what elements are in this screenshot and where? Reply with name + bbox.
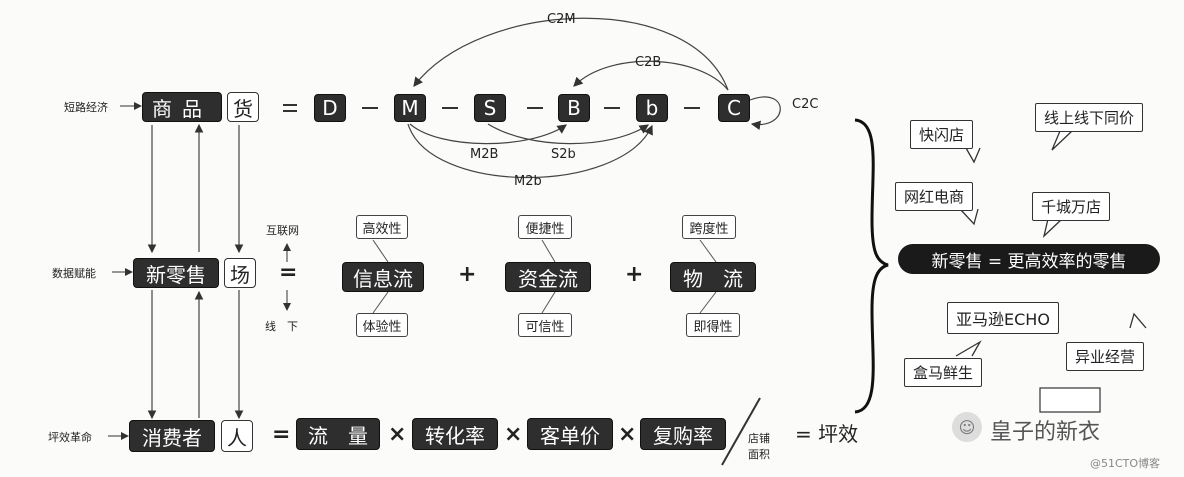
row2-equals: = bbox=[279, 260, 298, 285]
times-3: × bbox=[618, 422, 637, 447]
bubble-popup-store: 快闪店 bbox=[910, 120, 974, 149]
watermark-site: @51CTO博客 bbox=[1090, 457, 1161, 470]
bubble-amazon-echo: 亚马逊ECHO bbox=[947, 302, 1059, 334]
times-2: × bbox=[504, 422, 523, 447]
arc-c2m bbox=[413, 17, 729, 91]
arc-m2b bbox=[409, 123, 567, 145]
goods-box: 商品 bbox=[142, 92, 222, 122]
flow1-bottom: 体验性 bbox=[356, 313, 408, 337]
flow2-main: 资金流 bbox=[505, 262, 591, 292]
flow1-top: 高效性 bbox=[356, 215, 408, 239]
consumer-box: 消费者 bbox=[129, 420, 215, 452]
arc-m2b-small bbox=[407, 123, 653, 178]
bubble-same-price: 线上线下同价 bbox=[1035, 103, 1144, 132]
flow1-main: 信息流 bbox=[342, 262, 424, 292]
flow3-main: 物 流 bbox=[670, 262, 756, 292]
factor-conversion: 转化率 bbox=[412, 418, 498, 450]
row2-side-label: 数据赋能 bbox=[52, 267, 96, 280]
watermark-brand: 皇子的新衣 bbox=[990, 420, 1101, 445]
flow2-top: 便捷性 bbox=[518, 215, 572, 239]
internet-label: 互联网 bbox=[266, 224, 299, 237]
factor-unit-price: 客单价 bbox=[527, 418, 613, 450]
store-area-label-1: 店铺 bbox=[748, 432, 770, 445]
brace bbox=[854, 118, 889, 414]
new-retail-definition: 新零售 = 更高效率的零售 bbox=[898, 244, 1160, 274]
chain-node-b: B bbox=[558, 94, 590, 122]
flow2-bottom: 可信性 bbox=[518, 313, 572, 337]
bubble-influencer-ecommerce: 网红电商 bbox=[895, 182, 974, 211]
label-c2m: C2M bbox=[547, 12, 576, 27]
row1-side-label: 短路经济 bbox=[64, 101, 108, 114]
chain-node-d: D bbox=[314, 94, 346, 122]
offline-label: 线 下 bbox=[265, 320, 298, 333]
factor-repurchase: 复购率 bbox=[640, 418, 726, 450]
new-retail-box: 新零售 bbox=[133, 258, 219, 288]
wechat-icon: ☺ bbox=[952, 412, 982, 442]
label-s2b: S2b bbox=[551, 147, 576, 162]
flow3-bottom: 即得性 bbox=[686, 313, 740, 337]
factor-traffic: 流 量 bbox=[296, 418, 380, 450]
label-c2b: C2B bbox=[635, 55, 662, 70]
chain-dashes bbox=[283, 104, 700, 112]
bubble-cross-industry: 异业经营 bbox=[1066, 342, 1145, 371]
times-1: × bbox=[388, 422, 407, 447]
chain-node-c: C bbox=[718, 94, 750, 122]
row3-side-label: 坪效革命 bbox=[48, 431, 92, 444]
row3-equals: = bbox=[272, 422, 291, 447]
arc-c2b bbox=[573, 60, 729, 91]
arc-s2b bbox=[487, 123, 650, 145]
chang-box: 场 bbox=[224, 258, 256, 288]
label-m2b: M2B bbox=[470, 147, 499, 162]
label-m2b-small: M2b bbox=[514, 174, 542, 189]
pingxiao-result: = 坪效 bbox=[795, 422, 859, 446]
store-area-label-2: 面积 bbox=[748, 448, 770, 461]
ren-box: 人 bbox=[221, 420, 253, 452]
chain-node-b-small: b bbox=[636, 94, 668, 122]
chain-node-m: M bbox=[394, 94, 426, 122]
huo-box: 货 bbox=[227, 92, 259, 122]
label-c2c: C2C bbox=[792, 97, 819, 112]
flow3-top: 跨度性 bbox=[682, 215, 736, 239]
chain-node-s: S bbox=[474, 94, 506, 122]
plus-2: + bbox=[625, 262, 644, 287]
bubble-hema: 盒马鲜生 bbox=[904, 358, 983, 387]
bubble-thousand-cities: 千城万店 bbox=[1032, 192, 1111, 221]
plus-1: + bbox=[458, 262, 477, 287]
arc-c2c bbox=[749, 96, 781, 131]
